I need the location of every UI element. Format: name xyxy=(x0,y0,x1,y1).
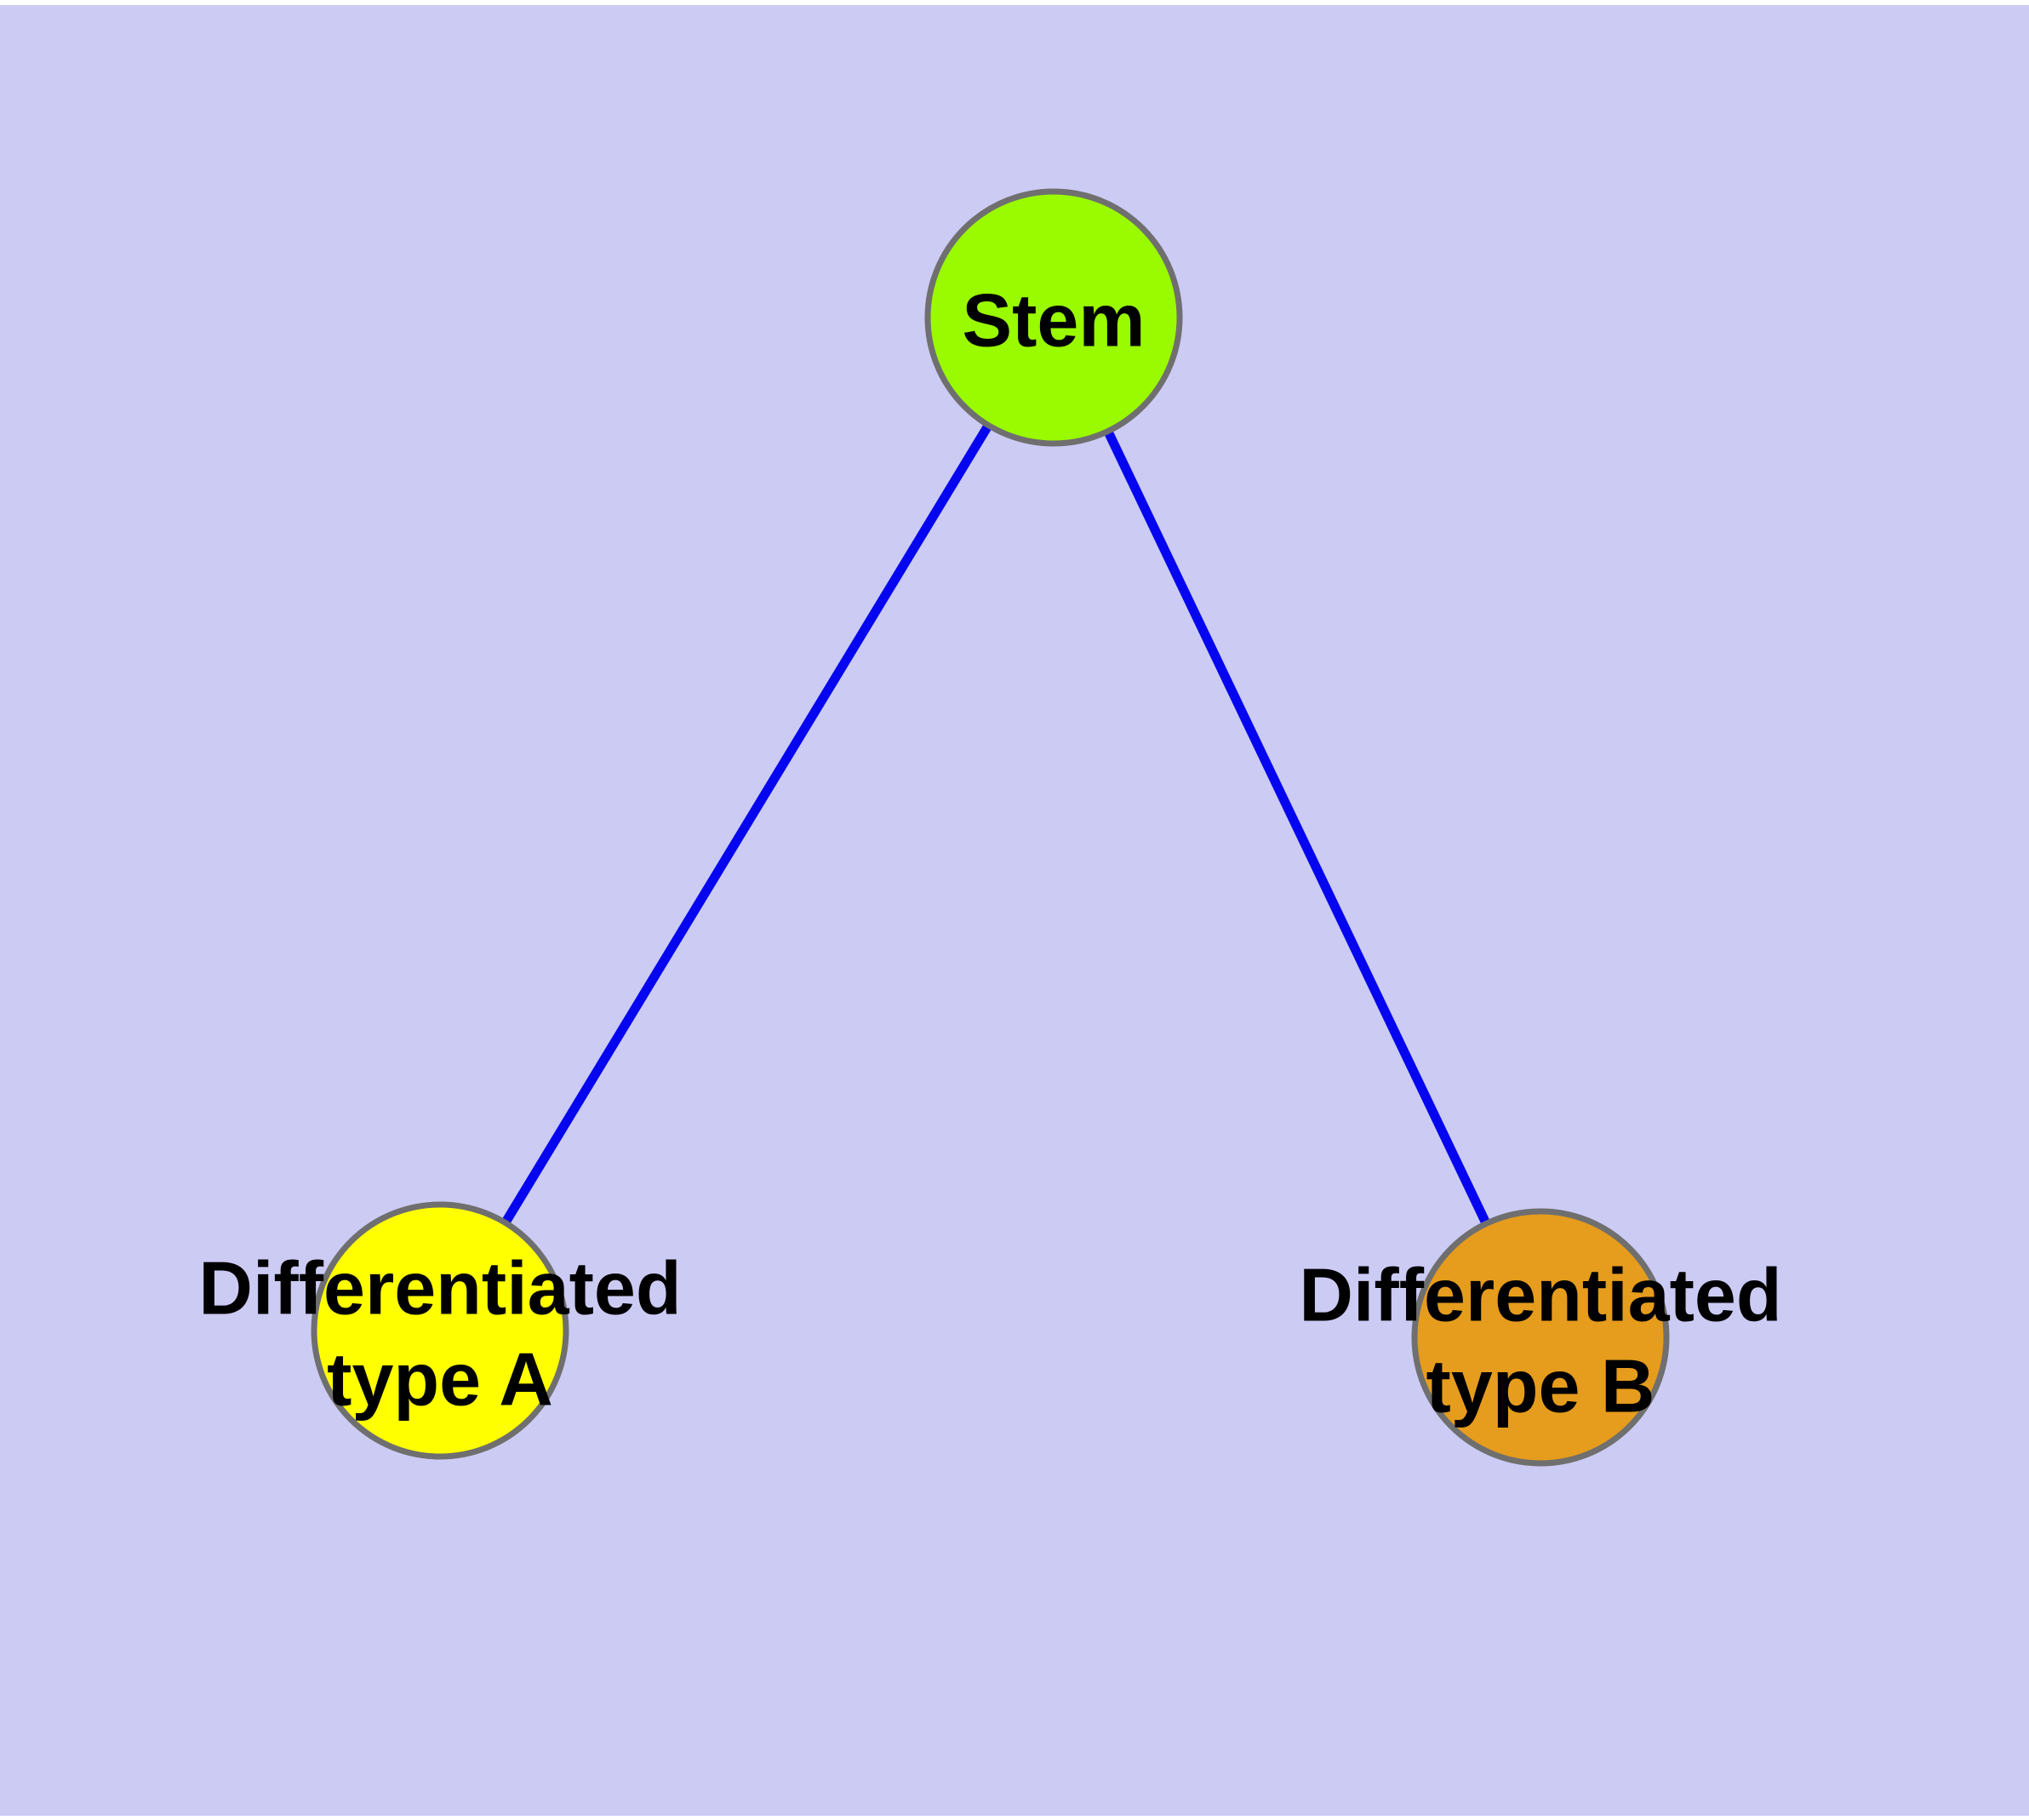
edge-stem-to-type-a xyxy=(436,315,1058,1333)
node-differentiated-type-b xyxy=(1411,1208,1670,1467)
node-differentiated-type-a xyxy=(311,1201,569,1460)
edge-stem-to-type-b xyxy=(1049,315,1545,1340)
node-stem xyxy=(924,188,1183,447)
